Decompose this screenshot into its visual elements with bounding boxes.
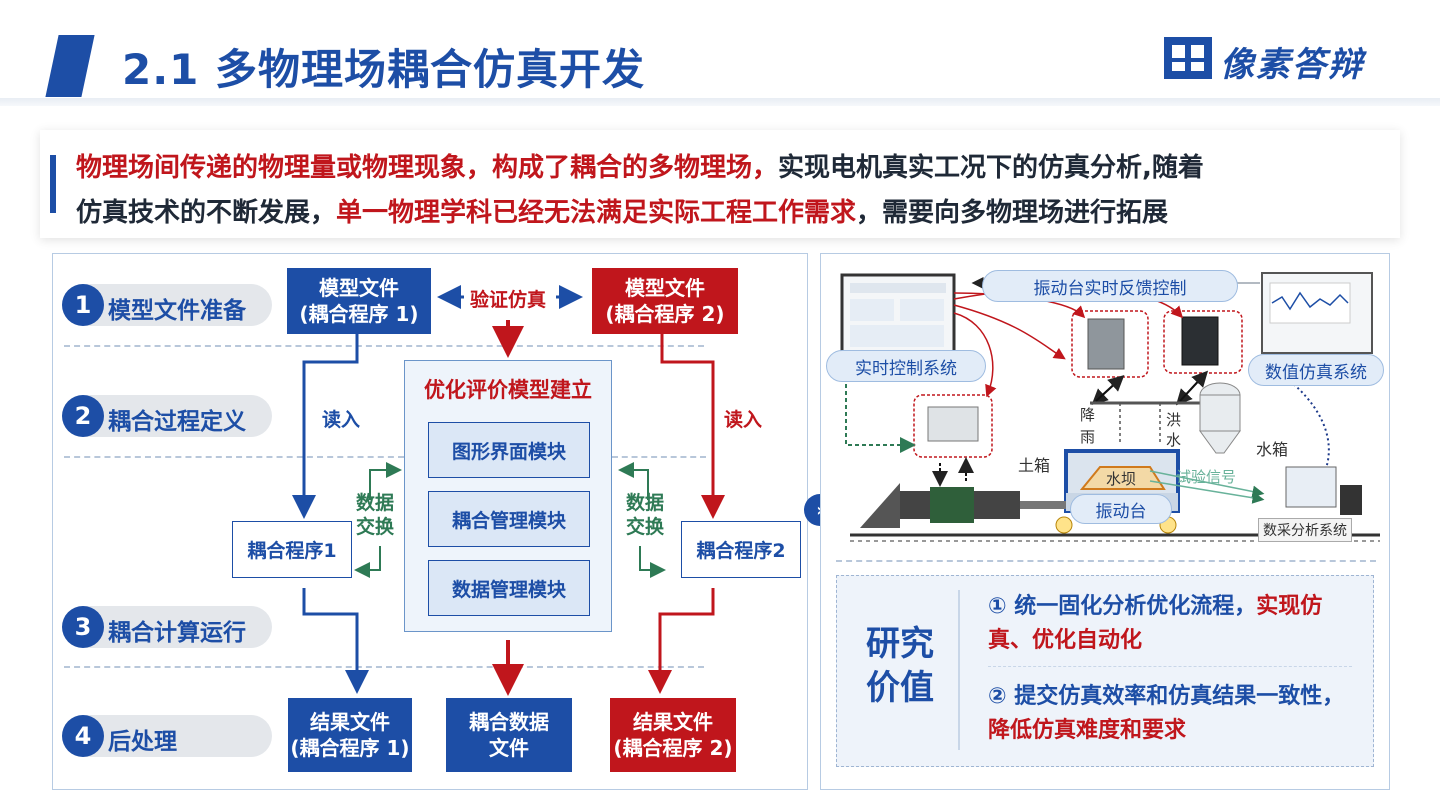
intro-line-1: 物理场间传递的物理量或物理现象，构成了耦合的多物理场，实现电机真实工况下的仿真分…	[76, 147, 1204, 184]
model-file-1: 模型文件 (耦合程序 1)	[287, 268, 431, 334]
intro-text: 仿真技术的不断发展，	[76, 198, 337, 228]
value-item-2-highlight: 降低仿真难度和要求	[988, 718, 1187, 744]
optimization-model-title: 优化评价模型建立	[424, 378, 592, 402]
value-item-2: ② 提交仿真效率和仿真结果一致性， 降低仿真难度和要求	[988, 680, 1348, 748]
feedback-control-label: 振动台实时反馈控制	[982, 270, 1238, 302]
result-file-2: 结果文件 (耦合程序 2)	[610, 698, 736, 772]
step-2-label: 耦合过程定义	[108, 409, 246, 435]
result-file-1-title: 结果文件	[310, 710, 390, 734]
value-item-2-lead: ② 提交仿真效率和仿真结果一致性，	[988, 684, 1345, 709]
intro-line-2: 仿真技术的不断发展，单一物理学科已经无法满足实际工程工作需求，需要向多物理场进行…	[76, 192, 1168, 229]
step-divider	[64, 345, 704, 347]
intro-text: 实现电机真实工况下的仿真分析,随着	[778, 153, 1204, 183]
read-label-left: 读入	[322, 409, 361, 431]
flood-label: 洪水	[1166, 411, 1182, 449]
step-1-number: 1	[62, 284, 104, 326]
research-value-title: 研究 价值	[862, 622, 938, 710]
daq-system-label: 数采分析系统	[1258, 518, 1352, 542]
intro-panel	[40, 130, 1400, 238]
value-item-1: ① 统一固化分析优化流程，实现仿真、优化自动化	[988, 590, 1348, 658]
step-divider	[612, 456, 706, 458]
data-exchange-left-line2: 交换	[356, 515, 395, 538]
shaker-table-label: 振动台	[1070, 494, 1172, 524]
coupling-program-1: 耦合程序1	[232, 521, 352, 578]
coupling-data-file-subtitle: 文件	[489, 736, 529, 760]
header-divider	[0, 98, 1440, 106]
result-file-2-subtitle: (耦合程序 2)	[613, 736, 733, 760]
step-divider	[64, 456, 404, 458]
coupling-data-file: 耦合数据 文件	[446, 698, 572, 772]
result-file-1: 结果文件 (耦合程序 1)	[288, 698, 412, 772]
realtime-control-label: 实时控制系统	[826, 350, 986, 382]
data-exchange-right-line2: 交换	[626, 515, 665, 538]
value-item-1-lead: ① 统一固化分析优化流程，	[988, 594, 1257, 619]
value-separator	[988, 666, 1352, 667]
rain-label: 降雨	[1080, 406, 1096, 446]
intro-accent-bar	[50, 155, 56, 213]
test-signal-label: 试验信号	[1176, 468, 1237, 486]
read-label-right: 读入	[724, 409, 763, 431]
intro-highlight: 单一物理学科已经无法满足实际工程工作需求	[336, 198, 857, 228]
step-2-number: 2	[62, 395, 104, 437]
result-file-2-title: 结果文件	[633, 710, 713, 734]
intro-highlight: 物理场间传递的物理量或物理现象，构成了耦合的多物理场，	[76, 153, 779, 183]
model-file-2-subtitle: (耦合程序 2)	[605, 302, 725, 326]
data-exchange-left: 数据 交换	[356, 492, 394, 540]
right-panel-divider	[836, 560, 1376, 562]
research-value-title-line1: 研究	[866, 624, 934, 664]
step-4-label: 后处理	[108, 729, 177, 755]
model-file-2: 模型文件 (耦合程序 2)	[592, 268, 738, 334]
value-divider	[958, 590, 960, 750]
logo-text: 像素答辩	[1220, 45, 1364, 85]
data-management-module: 数据管理模块	[428, 560, 590, 616]
logo-mark-icon	[1164, 37, 1212, 79]
model-file-1-title: 模型文件	[319, 276, 399, 300]
coupling-management-module: 耦合管理模块	[428, 491, 590, 547]
model-file-2-title: 模型文件	[625, 276, 705, 300]
numeric-simulation-label: 数值仿真系统	[1248, 354, 1384, 386]
step-divider	[64, 666, 704, 668]
brand-logo: 像素答辩	[1162, 33, 1390, 85]
step-4-number: 4	[62, 715, 104, 757]
coupling-data-file-title: 耦合数据	[469, 710, 549, 734]
water-tank-label: 水箱	[1256, 440, 1289, 459]
step-3-label: 耦合计算运行	[108, 620, 246, 646]
value-item-1-highlight: 实现仿真、优化自动化	[988, 594, 1323, 654]
data-exchange-right-line1: 数据	[626, 492, 665, 514]
research-value-title-line2: 价值	[866, 668, 934, 709]
page-title: 2.1 多物理场耦合仿真开发	[122, 45, 646, 94]
coupling-program-2: 耦合程序2	[681, 521, 801, 578]
step-1-label: 模型文件准备	[108, 298, 246, 324]
result-file-1-subtitle: (耦合程序 1)	[290, 736, 410, 760]
dam-label: 水坝	[1106, 470, 1137, 488]
research-value-box	[836, 575, 1374, 767]
step-3-number: 3	[62, 606, 104, 648]
gui-module: 图形界面模块	[428, 422, 590, 478]
model-file-1-subtitle: (耦合程序 1)	[299, 302, 419, 326]
soil-box-label: 土箱	[1018, 456, 1051, 475]
data-exchange-left-line1: 数据	[356, 492, 395, 514]
intro-text: ，需要向多物理场进行拓展	[856, 198, 1169, 228]
verify-simulation-label: 验证仿真	[470, 289, 547, 311]
data-exchange-right: 数据 交换	[626, 492, 664, 540]
